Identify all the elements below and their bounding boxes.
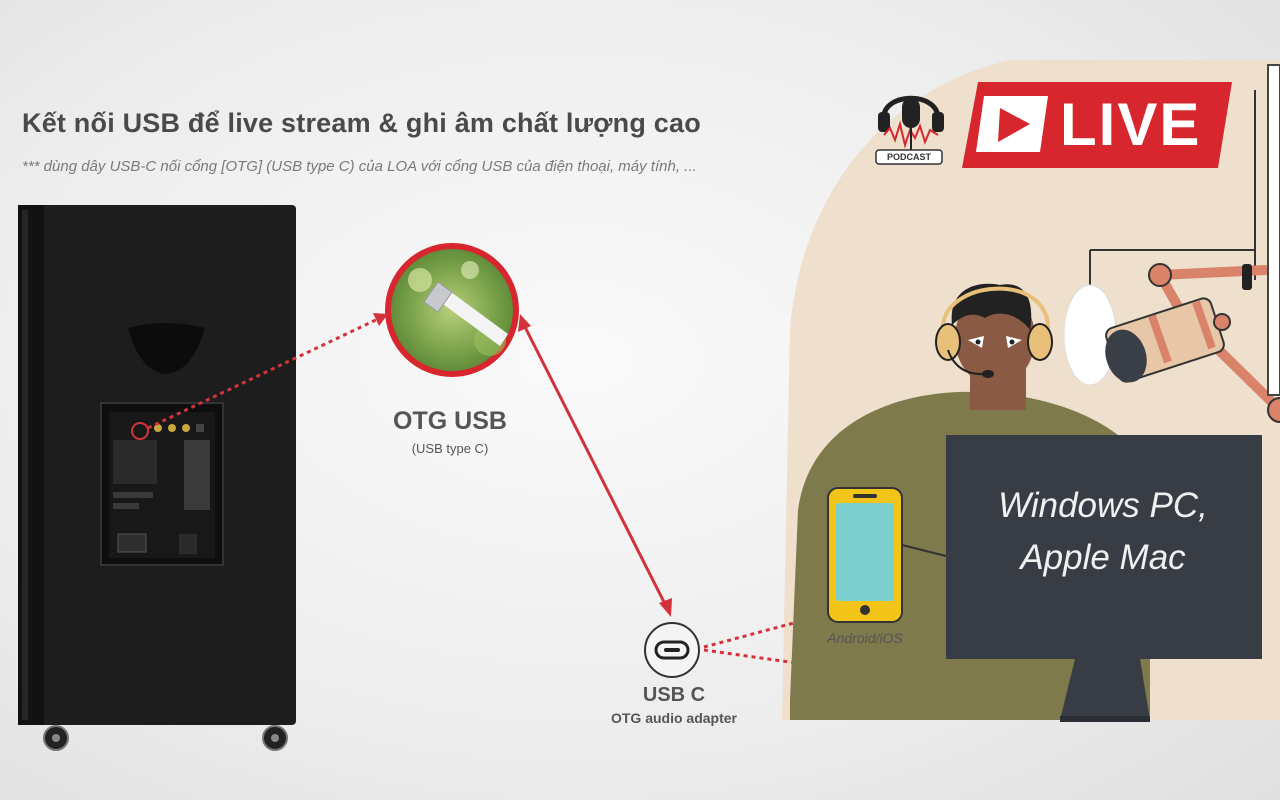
podcast-badge-text: PODCAST — [886, 152, 931, 162]
otg-usb-label: OTG USB — [393, 407, 507, 435]
monitor-text-line-2: Apple Mac — [1020, 538, 1186, 577]
usb-c-sublabel: OTG audio adapter — [610, 710, 737, 726]
arrow-usbc-to-phone — [703, 618, 806, 649]
arrow-port-to-cable — [147, 316, 381, 430]
monitor — [946, 435, 1262, 722]
monitor-text: Windows PC, Apple Mac — [948, 480, 1258, 584]
usb-c-icon — [644, 622, 700, 678]
arrow-cable-to-usbc — [522, 324, 668, 607]
otg-usb-sublabel: (USB type C) — [411, 441, 489, 456]
mic-stand — [1063, 64, 1280, 423]
page-title: Kết nối USB để live stream & ghi âm chất… — [22, 108, 701, 138]
speaker-handle — [128, 323, 205, 374]
speaker-side-edge — [18, 205, 44, 725]
play-icon — [976, 96, 1048, 152]
phone-label: Android/iOS — [827, 630, 903, 646]
speaker-otg-port-highlight — [131, 422, 149, 440]
phone-screen — [836, 503, 894, 601]
speaker — [18, 205, 296, 751]
podcast-badge — [875, 95, 944, 165]
monitor-text-line-1: Windows PC, — [998, 486, 1208, 525]
live-badge-text: LIVE — [1060, 91, 1202, 158]
usb-c-label: USB C — [642, 684, 706, 706]
monitor-screen — [946, 435, 1262, 659]
usb-cable-photo — [385, 243, 519, 377]
page-subtitle: *** dùng dây USB-C nối cổng [OTG] (USB t… — [22, 158, 697, 175]
microphone-icon — [1105, 297, 1231, 383]
phone — [827, 487, 947, 623]
headphones-icon — [935, 286, 1053, 361]
monitor-stand — [1060, 659, 1150, 720]
live-badge — [962, 82, 1232, 168]
